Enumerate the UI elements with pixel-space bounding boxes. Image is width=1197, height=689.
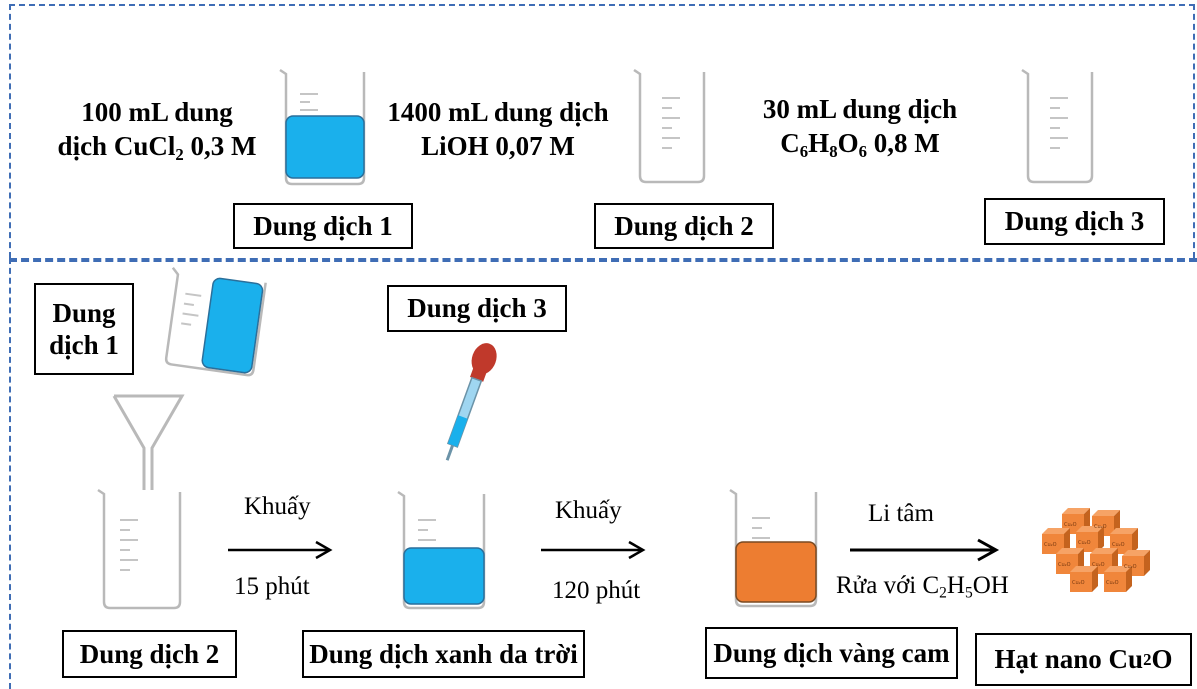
section-frame-left (9, 258, 13, 689)
beaker-start-icon (97, 488, 182, 610)
pour-label: Dung dịch 1 (34, 283, 134, 375)
section-frame-right (1193, 4, 1195, 258)
svg-text:Cu₂O: Cu₂O (1064, 522, 1077, 528)
beaker-orange-icon (729, 488, 818, 608)
reagent-3-text: 30 mL dung dịch C6H8O6 0,8 M (762, 94, 958, 161)
dropper-icon (445, 343, 497, 461)
step3-below: Rửa với C2H5OH (836, 572, 1009, 602)
svg-text:Cu₂O: Cu₂O (1106, 580, 1119, 586)
reagent-2-text: 1400 mL dung dịch LiOH 0,07 M (387, 97, 609, 161)
beaker-2-icon (633, 68, 706, 184)
svg-text:Cu₂O: Cu₂O (1058, 562, 1071, 568)
svg-text:Cu₂O: Cu₂O (1072, 580, 1085, 586)
label-dung-dich-1: Dung dịch 1 (233, 203, 413, 249)
svg-text:Cu₂O: Cu₂O (1094, 524, 1107, 530)
step2-below: 120 phút (552, 577, 641, 604)
funnel-icon (112, 394, 185, 490)
beaker-blue-icon (397, 490, 486, 610)
label-dung-dich-3: Dung dịch 3 (984, 198, 1165, 245)
pouring-beaker-icon (164, 266, 267, 377)
box-orange-solution: Dung dịch vàng cam (705, 627, 958, 679)
step1-below: 15 phút (234, 573, 310, 600)
section-divider (9, 258, 1197, 262)
arrow-step1 (228, 540, 333, 560)
arrow-step2 (541, 540, 646, 560)
svg-text:Cu₂O: Cu₂O (1124, 564, 1137, 570)
step2-above: Khuấy (555, 497, 622, 524)
beaker-1-icon (279, 68, 366, 186)
svg-text:Cu₂O: Cu₂O (1092, 562, 1105, 568)
svg-text:Cu₂O: Cu₂O (1112, 542, 1125, 548)
reagent-1-text: 100 mL dung dịch CuCl2 0,3 M (57, 97, 257, 164)
cu2o-cubes-icon: Cu₂O Cu₂O Cu₂O Cu₂O Cu₂O Cu₂O Cu₂O Cu₂O … (1042, 508, 1150, 592)
dropper-label: Dung dịch 3 (387, 285, 567, 332)
step3-above: Li tâm (868, 500, 934, 527)
svg-text:Cu₂O: Cu₂O (1078, 540, 1091, 546)
arrow-step3 (850, 538, 1000, 562)
svg-text:Cu₂O: Cu₂O (1044, 542, 1057, 548)
section-frame-top (9, 4, 1195, 258)
box-start: Dung dịch 2 (62, 630, 237, 678)
beaker-3-icon (1021, 68, 1094, 184)
box-blue-solution: Dung dịch xanh da trời (302, 630, 585, 678)
step1-above: Khuấy (244, 493, 311, 520)
label-dung-dich-2: Dung dịch 2 (594, 203, 774, 249)
